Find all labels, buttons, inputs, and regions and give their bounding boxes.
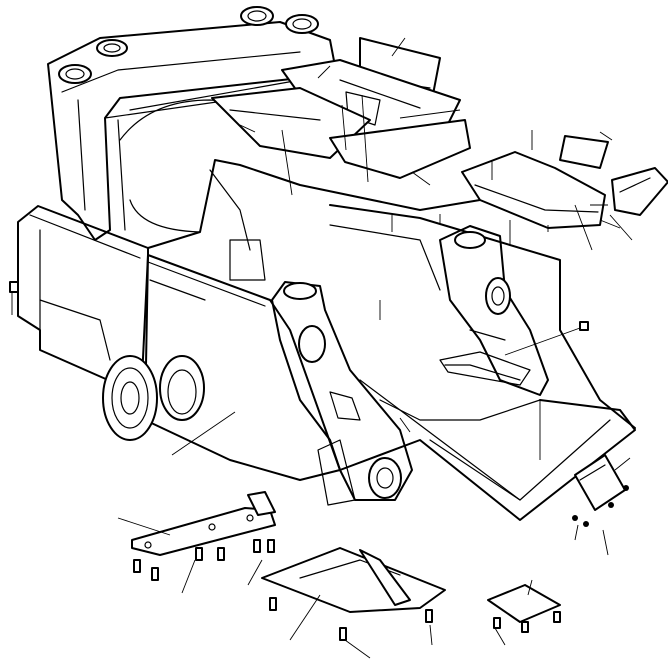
- top-cover-plates: [211, 37, 668, 229]
- bottom-plate-center: [261, 547, 446, 613]
- upper-frame-section: [47, 6, 336, 241]
- bottom-plate-right: [487, 584, 561, 623]
- leader-lines: [11, 37, 633, 659]
- front-cover-plate: [572, 454, 629, 527]
- main-frame-body: [17, 159, 636, 521]
- bottom-plate-left: [131, 491, 276, 556]
- lift-arm-tower-right: [439, 225, 549, 396]
- bolts: [9, 281, 589, 641]
- lift-arm-tower-left: [271, 281, 413, 506]
